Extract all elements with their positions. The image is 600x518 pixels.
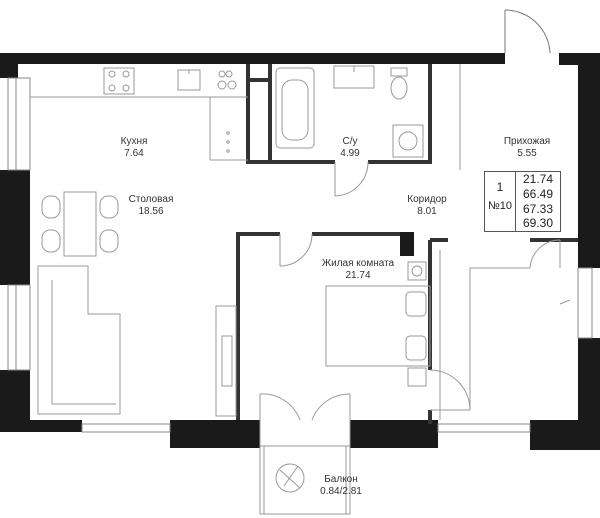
door-swings: [429, 239, 571, 411]
apartment-number: №10: [487, 200, 513, 212]
room-hallway: Прихожая 5.55: [504, 136, 550, 160]
info-left-cell: 1 №10: [485, 172, 516, 231]
area-value-3: 67.33: [522, 201, 554, 216]
room-balcony-name: Балкон: [324, 474, 358, 485]
rooms-count: 1: [496, 180, 504, 194]
room-dining: Столовая 18.56: [129, 194, 174, 218]
apartment-info-box: 1 №10 21.74 66.49 67.33 69.30: [484, 171, 561, 232]
room-bathroom-name: С/у: [342, 136, 358, 147]
room-corridor: Коридор 8.01: [407, 194, 447, 218]
room-balcony-area: 0.84/2.81: [320, 486, 362, 497]
room-balcony: Балкон 0.84/2.81: [320, 474, 362, 498]
room-hallway-area: 5.55: [517, 148, 537, 159]
room-kitchen: Кухня 7.64: [121, 136, 148, 160]
room-dining-area: 18.56: [138, 206, 164, 217]
info-areas: 21.74 66.49 67.33 69.30: [516, 172, 560, 231]
exterior-walls: [0, 53, 600, 450]
entrance-door: [504, 9, 551, 54]
room-corridor-area: 8.01: [417, 206, 437, 217]
room-bathroom-area: 4.99: [340, 148, 360, 159]
living-furniture: [215, 233, 431, 417]
room-bathroom: С/у 4.99: [340, 136, 359, 160]
area-value-2: 66.49: [522, 186, 554, 201]
room-dining-name: Столовая: [128, 194, 174, 205]
living-area-value: 21.74: [522, 172, 554, 186]
room-living: Жилая комната 21.74: [322, 258, 394, 282]
balcony-outline: [259, 393, 351, 515]
room-living-area: 21.74: [345, 270, 371, 281]
bathroom-fixtures: [275, 65, 424, 197]
thin-partitions: [439, 64, 461, 420]
room-kitchen-area: 7.64: [124, 148, 144, 159]
dining-table: [41, 191, 119, 257]
room-living-name: Жилая комната: [321, 258, 395, 269]
sofa: [37, 265, 121, 415]
room-corridor-name: Коридор: [407, 194, 447, 205]
windows: [7, 77, 593, 433]
kitchen-set: [30, 67, 248, 161]
room-kitchen-name: Кухня: [120, 136, 148, 147]
room-hallway-name: Прихожая: [503, 136, 551, 147]
area-value-4: 69.30: [522, 216, 554, 231]
